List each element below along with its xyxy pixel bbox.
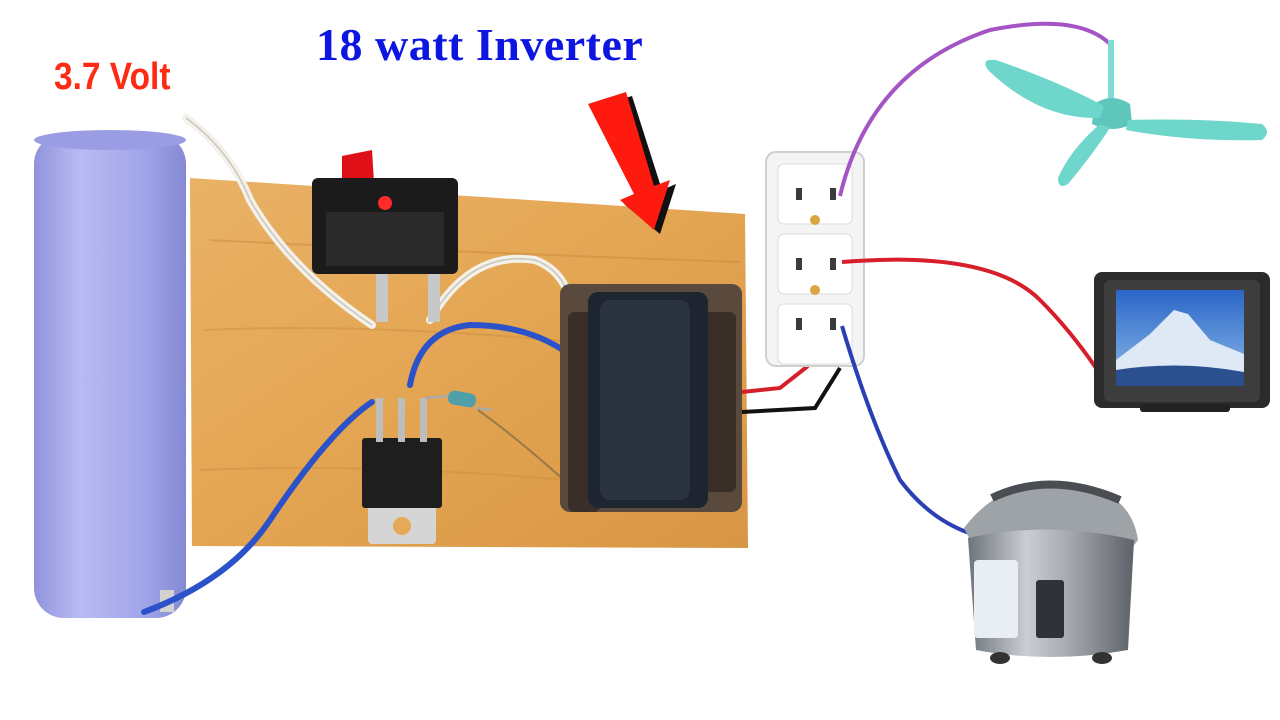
page-title: 18 watt Inverter bbox=[316, 19, 644, 70]
rice-cooker-icon bbox=[964, 480, 1138, 664]
fan-icon bbox=[985, 40, 1267, 186]
voltage-label: 3.7 Volt bbox=[54, 56, 171, 98]
blue-wire-battery bbox=[141, 399, 375, 615]
transformer-icon bbox=[560, 284, 742, 512]
battery-icon bbox=[34, 130, 186, 618]
blue-wire-cooker bbox=[840, 325, 973, 536]
transistor-icon bbox=[362, 398, 442, 544]
red-wire-tv bbox=[841, 257, 1098, 370]
black-wire-output bbox=[741, 366, 842, 414]
arrow-icon bbox=[588, 92, 676, 234]
purple-wire-fan bbox=[838, 21, 1114, 197]
rocker-switch-icon bbox=[312, 150, 458, 322]
television-icon bbox=[1094, 272, 1270, 412]
blue-wire-transformer bbox=[407, 321, 573, 388]
red-wire-output bbox=[741, 364, 810, 394]
power-socket-icon bbox=[765, 151, 865, 367]
